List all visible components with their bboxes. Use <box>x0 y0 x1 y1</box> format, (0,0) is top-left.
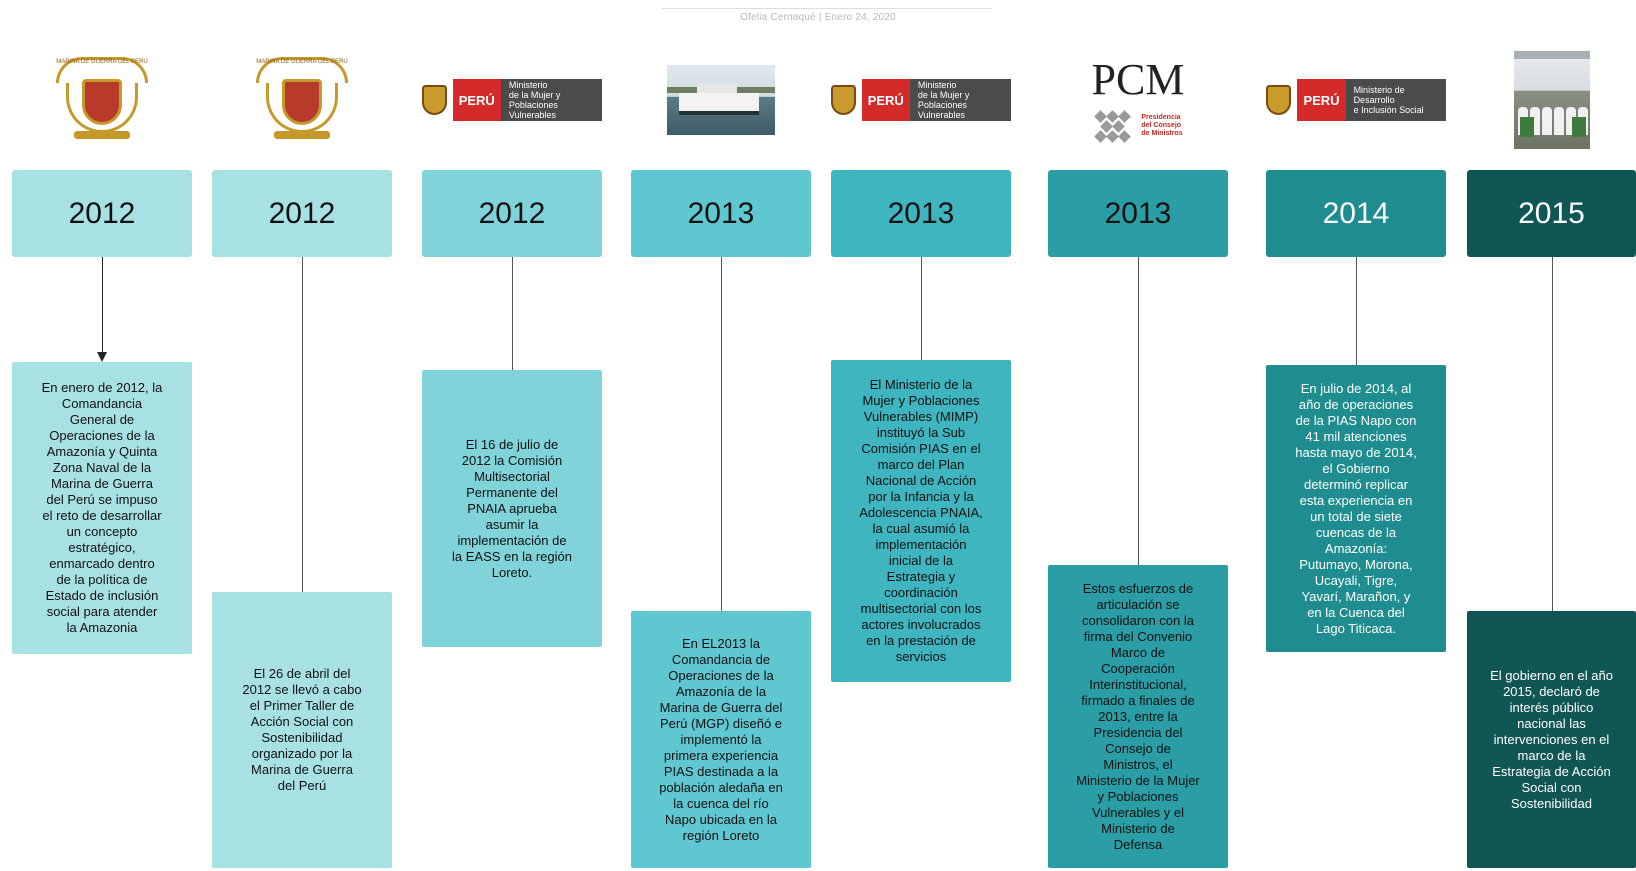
timeline-column: MARINA DE GUERRA DEL PERU 2012 En enero de… <box>12 0 192 871</box>
description-card: El gobierno en el año 2015, declaró de i… <box>1467 611 1636 868</box>
connector-line <box>1552 257 1553 611</box>
description-card: El 16 de julio de 2012 la Comisión Multi… <box>422 370 602 647</box>
byline: Ofelia Cernaqué | Enero 24, 2020 <box>740 12 896 23</box>
description-card: En EL2013 la Comandancia de Operaciones … <box>631 611 811 868</box>
peru-shield-icon <box>422 85 447 115</box>
year-box: 2015 <box>1467 170 1636 257</box>
connector-line <box>721 257 722 611</box>
year-box: 2013 <box>631 170 811 257</box>
ceremony-photo <box>1467 40 1636 160</box>
connector-line <box>1356 257 1357 365</box>
description-card: En enero de 2012, la Comandancia General… <box>12 362 192 654</box>
connector-line <box>302 257 303 592</box>
marina-de-guerra-crest-icon: MARINA DE GUERRA DEL PERU <box>12 40 192 160</box>
peru-shield-icon <box>831 85 856 115</box>
timeline-column: 2015 El gobierno en el año 2015, declaró … <box>1467 0 1636 871</box>
pcm-emblem-icon <box>1093 109 1133 143</box>
arrow-head-icon <box>97 352 107 362</box>
description-card: Estos esfuerzos de articulación se conso… <box>1048 565 1228 868</box>
connector-line <box>102 257 103 352</box>
year-box: 2012 <box>212 170 392 257</box>
byline-rule-left <box>662 8 842 9</box>
timeline-column: MARINA DE GUERRA DEL PERU 2012 El 26 de ab… <box>212 0 392 871</box>
byline-rule-right <box>812 8 992 9</box>
connector-line <box>921 257 922 360</box>
timeline-column: 2013 En EL2013 la Comandancia de Operacio… <box>631 0 811 871</box>
year-box: 2013 <box>1048 170 1228 257</box>
connector-line <box>1138 257 1139 565</box>
description-card: En julio de 2014, al año de operaciones … <box>1266 365 1446 652</box>
year-box: 2013 <box>831 170 1011 257</box>
connector-line <box>512 257 513 370</box>
marina-de-guerra-crest-icon: MARINA DE GUERRA DEL PERU <box>212 40 392 160</box>
description-card: El 26 de abril del 2012 se llevó a cabo … <box>212 592 392 868</box>
pias-boat-photo <box>631 40 811 160</box>
peru-shield-icon <box>1266 85 1292 115</box>
description-card: El Ministerio de la Mujer y Poblaciones … <box>831 360 1011 682</box>
year-box: 2012 <box>422 170 602 257</box>
year-box: 2012 <box>12 170 192 257</box>
year-box: 2014 <box>1266 170 1446 257</box>
